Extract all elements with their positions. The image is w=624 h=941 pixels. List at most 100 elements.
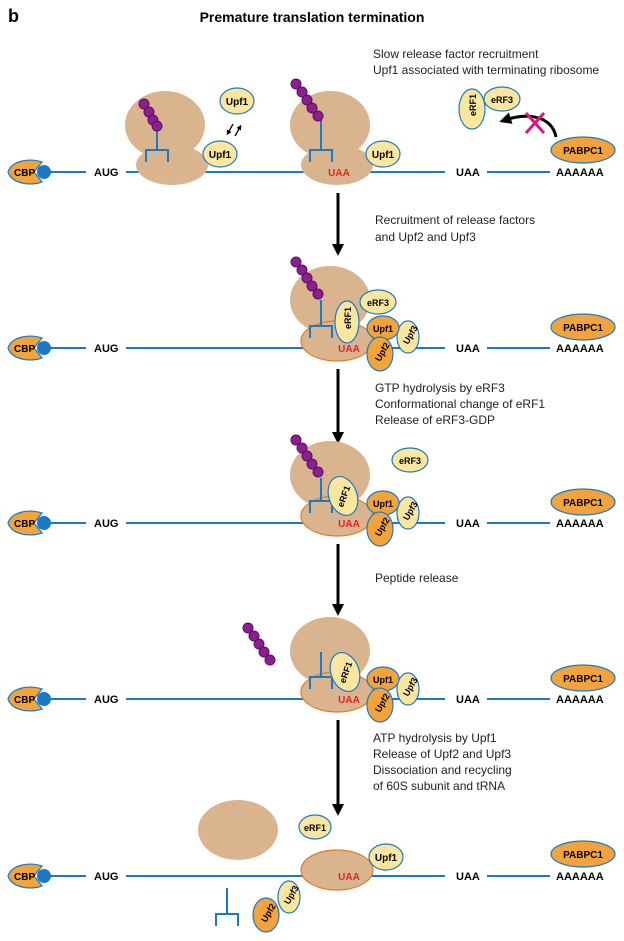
cap-structure <box>37 692 51 706</box>
svg-text:Upf1: Upf1 <box>373 499 393 509</box>
svg-text:eRF1: eRF1 <box>304 823 326 833</box>
pabpc1-protein <box>550 313 616 341</box>
step-1: CBP AUG Upf1 Upf1 UAA Upf1 UAA AAAAAA <box>7 47 616 185</box>
pabpc1-protein <box>550 136 616 164</box>
polya-label: AAAAAA <box>556 167 604 179</box>
nascent-peptide <box>138 98 163 132</box>
diagram-title: Premature translation termination <box>200 9 425 25</box>
erf3-protein <box>391 447 429 473</box>
trna <box>309 478 333 513</box>
nascent-peptide <box>290 256 324 300</box>
svg-text:AUG: AUG <box>94 343 118 355</box>
svg-text:Upf1: Upf1 <box>372 150 395 161</box>
caption: ATP hydrolysis by Upf1 <box>373 731 497 745</box>
ribosome-large-subunit-dissociated <box>198 800 278 860</box>
trna <box>309 120 333 162</box>
caption: Peptide release <box>375 571 459 585</box>
step-3: CBP AUG UAA eRF1 eRF3 Upf3 Upf1 Upf2 UAA… <box>7 434 616 547</box>
nascent-peptide <box>290 78 324 122</box>
upf2-protein <box>366 336 394 372</box>
svg-text:AUG: AUG <box>94 871 118 883</box>
upf3-protein <box>396 320 420 354</box>
cbp-label: CBP <box>14 168 35 179</box>
svg-text:AUG: AUG <box>94 518 118 530</box>
block-mark <box>524 111 546 135</box>
step-2: CBP AUG UAA eRF1 eRF3 Upf3 Upf1 Upf2 UAA… <box>7 256 616 372</box>
svg-text:PABPC1: PABPC1 <box>563 674 603 685</box>
svg-text:Upf1: Upf1 <box>209 150 232 161</box>
cbp-protein <box>7 863 44 889</box>
erf3-protein <box>359 289 397 315</box>
caption: Conformational change of eRF1 <box>375 397 545 411</box>
caption: and Upf2 and Upf3 <box>375 230 476 244</box>
svg-text:PABPC1: PABPC1 <box>563 850 603 861</box>
trna-released <box>215 888 239 926</box>
ribosome-small-subunit <box>136 145 208 185</box>
svg-text:AAAAAA: AAAAAA <box>556 343 604 355</box>
erf1-protein <box>334 300 360 344</box>
svg-text:eRF1: eRF1 <box>343 307 353 329</box>
svg-text:UAA: UAA <box>456 518 480 530</box>
upf3-protein <box>396 496 420 530</box>
svg-text:UAA: UAA <box>338 519 360 530</box>
svg-text:AAAAAA: AAAAAA <box>556 871 604 883</box>
stop-codon-label: UAA <box>328 168 350 179</box>
svg-text:CBP: CBP <box>14 519 35 530</box>
svg-text:UAA: UAA <box>338 872 360 883</box>
svg-text:UAA: UAA <box>456 343 480 355</box>
panel-label: b <box>8 6 19 26</box>
trna <box>309 652 333 689</box>
svg-text:UAA: UAA <box>456 871 480 883</box>
svg-text:Upf1: Upf1 <box>226 97 249 108</box>
upf1-bound <box>365 140 401 168</box>
svg-text:Upf1: Upf1 <box>373 675 393 685</box>
caption: Release of eRF3-GDP <box>375 413 495 427</box>
released-peptide <box>242 622 276 666</box>
pabpc1-protein <box>550 664 616 692</box>
cbp-protein <box>7 510 44 536</box>
svg-text:PABPC1: PABPC1 <box>563 498 603 509</box>
upf3-protein <box>277 880 301 914</box>
equilibrium-arrow <box>234 124 242 137</box>
equilibrium-arrow <box>226 123 234 136</box>
svg-text:AAAAAA: AAAAAA <box>556 518 604 530</box>
svg-text:CBP: CBP <box>14 695 35 706</box>
erf1-protein <box>329 652 361 692</box>
caption: Dissociation and recycling <box>373 763 512 777</box>
svg-text:AUG: AUG <box>94 694 118 706</box>
trna <box>309 300 333 338</box>
cbp-protein <box>7 159 44 185</box>
normal-stop-label: UAA <box>456 167 480 179</box>
pabpc1-protein <box>550 488 616 516</box>
svg-text:eRF3: eRF3 <box>367 298 389 308</box>
cap-structure <box>37 341 51 355</box>
cbp-protein <box>7 335 44 361</box>
caption: Recruitment of release factors <box>375 213 535 227</box>
upf2-protein <box>252 897 280 933</box>
upf1-bound <box>202 140 238 168</box>
caption: GTP hydrolysis by eRF3 <box>375 381 505 395</box>
svg-text:eRF3: eRF3 <box>491 95 513 105</box>
svg-text:eRF1: eRF1 <box>468 94 478 116</box>
caption: Upf1 associated with terminating ribosom… <box>373 63 599 77</box>
ribosome-small-subunit <box>301 145 373 185</box>
pabpc1-protein <box>550 840 616 868</box>
upf3-protein <box>396 672 420 706</box>
cap-structure <box>37 516 51 530</box>
cap-structure <box>37 869 51 883</box>
upf2-protein <box>366 687 394 723</box>
upf1-protein <box>368 843 404 871</box>
svg-text:eRF3: eRF3 <box>399 456 421 466</box>
upf1-free <box>219 87 255 115</box>
svg-text:UAA: UAA <box>456 694 480 706</box>
caption: of 60S subunit and tRNA <box>373 779 505 793</box>
caption: Slow release factor recruitment <box>373 47 539 61</box>
upf2-protein <box>366 511 394 547</box>
svg-text:AAAAAA: AAAAAA <box>556 694 604 706</box>
erf1-protein <box>298 814 332 840</box>
svg-text:PABPC1: PABPC1 <box>563 146 603 157</box>
cbp-protein <box>7 686 44 712</box>
svg-text:Upf1: Upf1 <box>375 853 398 864</box>
svg-text:CBP: CBP <box>14 872 35 883</box>
